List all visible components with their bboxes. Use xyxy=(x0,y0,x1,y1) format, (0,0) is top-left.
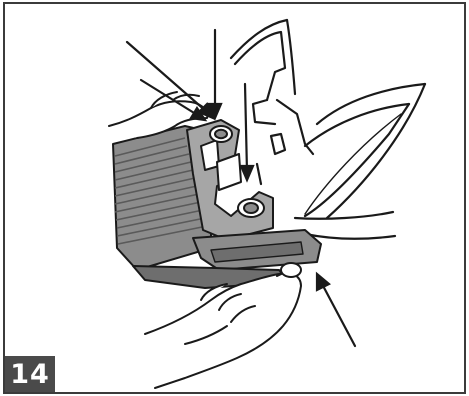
illustration xyxy=(5,4,464,392)
step-number-badge: 14 xyxy=(5,356,55,392)
figure-frame: 14 xyxy=(3,2,466,394)
